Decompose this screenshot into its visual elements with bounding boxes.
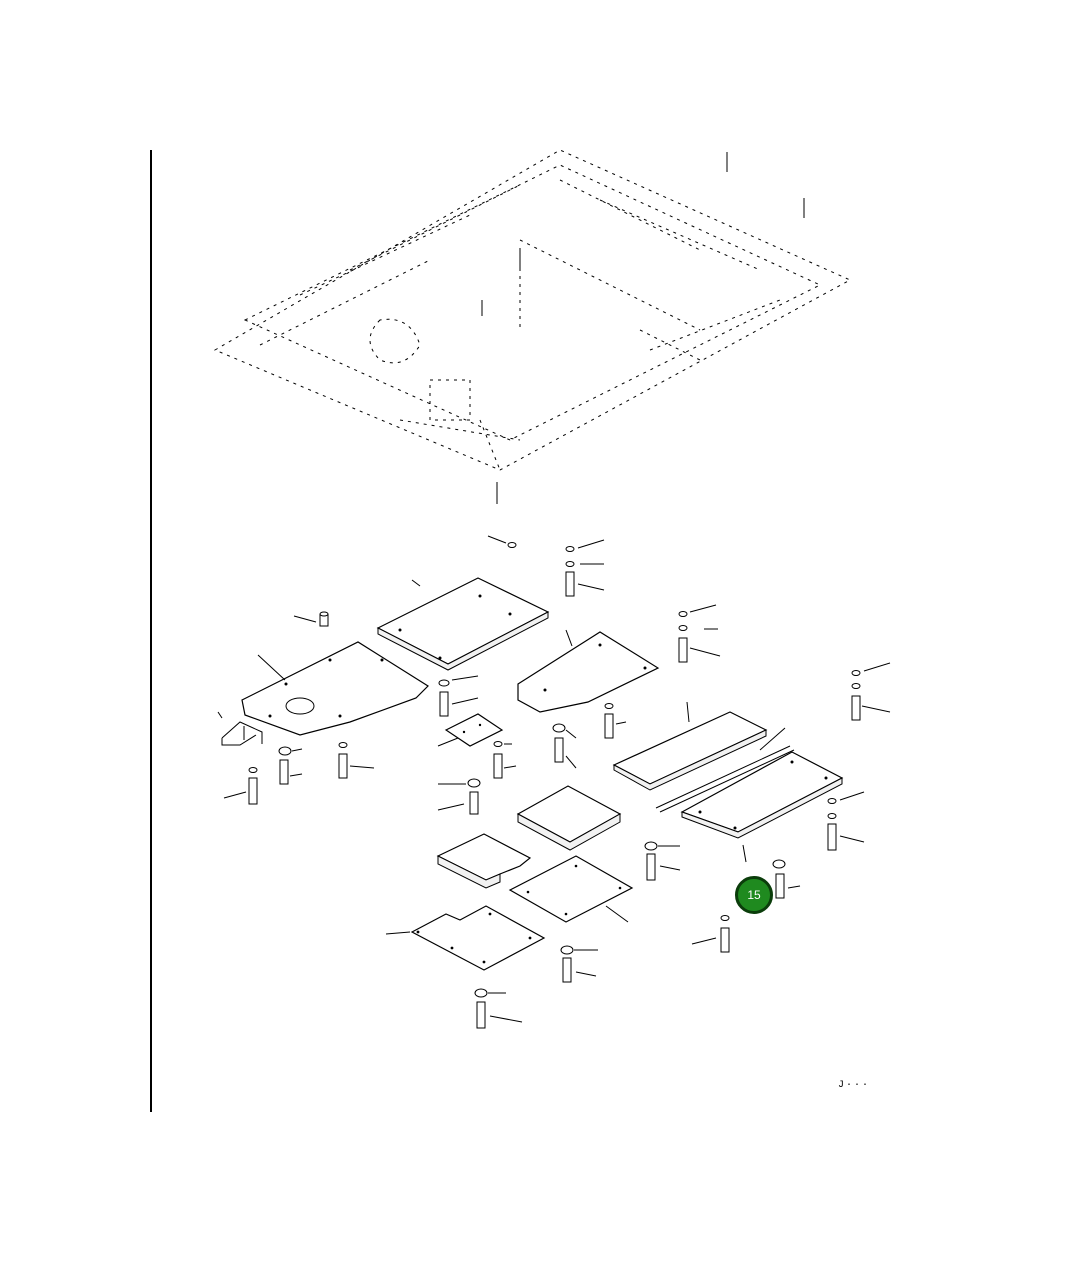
machine-frame-outline <box>213 149 852 504</box>
thick-square-block <box>516 785 622 851</box>
small-square-plate <box>437 713 504 747</box>
rail-strip <box>655 727 795 813</box>
bracket-part <box>217 711 263 746</box>
floor-plate-right-center <box>517 629 660 713</box>
pin-part <box>293 611 329 627</box>
floor-plate-top-center <box>376 577 550 671</box>
floor-plate-right <box>680 751 844 863</box>
notched-block <box>436 833 532 889</box>
fasteners <box>223 535 891 1029</box>
figure-id-label: J··· <box>838 1080 871 1091</box>
mid-flat-plate <box>508 855 634 923</box>
floor-plate-left <box>241 641 429 736</box>
page-margin-rule <box>150 150 152 1112</box>
long-cover-plate <box>612 701 768 791</box>
part-callout-15[interactable]: 15 <box>735 876 773 914</box>
floor-plate-bottom <box>385 905 546 971</box>
